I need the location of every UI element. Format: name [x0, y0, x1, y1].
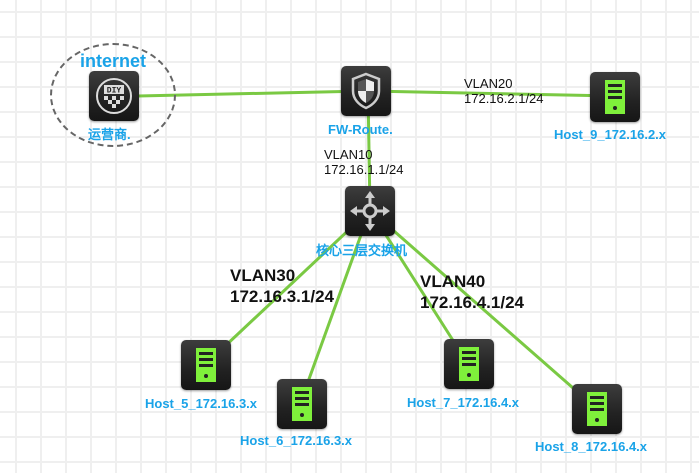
server-icon [587, 392, 607, 426]
host7-node[interactable] [444, 339, 494, 389]
vlan20-name: VLAN20 [464, 76, 513, 91]
vlan30-label: VLAN30 172.16.3.1/24 [230, 265, 334, 307]
vlan10-label: VLAN10 172.16.1.1/24 [324, 147, 404, 177]
shield-firewall-icon [351, 72, 381, 110]
server-icon [196, 348, 216, 382]
vlan10-subnet: 172.16.1.1/24 [324, 162, 404, 177]
host6-node[interactable] [277, 379, 327, 429]
link-firewall-host9 [365, 89, 616, 98]
link-isp-firewall [137, 89, 367, 98]
server-icon [292, 387, 312, 421]
host6-label: Host_6_172.16.3.x [240, 433, 353, 448]
vlan40-label: VLAN40 172.16.4.1/24 [420, 271, 524, 313]
host9-node[interactable] [590, 72, 640, 122]
server-icon [605, 80, 625, 114]
host8-node[interactable] [572, 384, 622, 434]
link-core-switch-host8 [369, 208, 598, 411]
vlan30-name: VLAN30 [230, 266, 296, 285]
host8-label: Host_8_172.16.4.x [535, 439, 648, 454]
vlan20-label: VLAN20 172.16.2.1/24 [464, 76, 544, 106]
vlan20-subnet: 172.16.2.1/24 [464, 91, 544, 106]
diy-isp-icon: DIY [96, 78, 132, 114]
l3-switch-arrows-icon [350, 191, 390, 231]
host7-label: Host_7_172.16.4.x [407, 395, 520, 410]
isp-badge-text: DIY [107, 87, 122, 96]
internet-label: internet [80, 51, 147, 71]
vlan40-name: VLAN40 [420, 272, 486, 291]
link-core-switch-host6 [298, 209, 372, 405]
vlan40-subnet: 172.16.4.1/24 [420, 293, 524, 312]
firewall-label: FW-Route. [328, 122, 393, 137]
isp-node[interactable]: DIY [89, 71, 139, 121]
vlan10-name: VLAN10 [324, 147, 373, 162]
host5-node[interactable] [181, 340, 231, 390]
internet-cloud [50, 43, 176, 147]
isp-label: 运营商. [88, 127, 131, 142]
vlan30-subnet: 172.16.3.1/24 [230, 287, 334, 306]
host9-label: Host_9_172.16.2.x [554, 127, 667, 142]
server-icon [459, 347, 479, 381]
link-core-switch-host5 [204, 208, 372, 366]
core-switch-label: 核心三层交换机 [316, 243, 408, 258]
firewall-node[interactable] [341, 66, 391, 116]
host5-label: Host_5_172.16.3.x [145, 396, 258, 411]
core-switch-node[interactable] [345, 186, 395, 236]
